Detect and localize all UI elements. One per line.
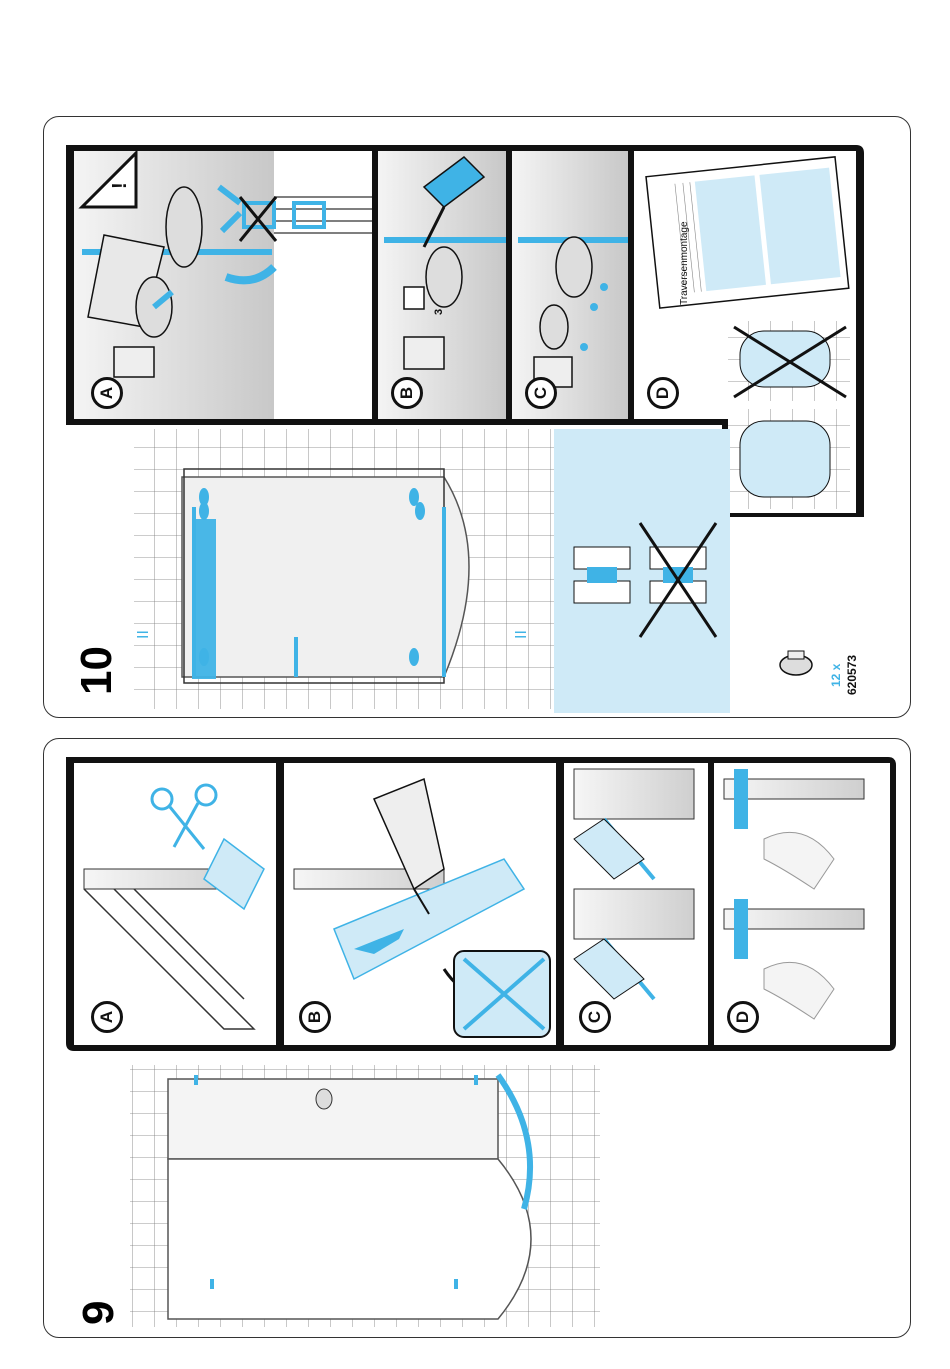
step-10-panel: ! [43, 116, 911, 718]
svg-text:II: II [135, 630, 152, 639]
step-9-illustration [44, 739, 910, 1337]
step-number: 9 [74, 1301, 124, 1325]
sub-step-d-badge: D [727, 1001, 759, 1033]
part-number: 620573 [845, 655, 859, 695]
part-quantity: 12 x [829, 664, 843, 687]
suction-cap-icon [780, 651, 812, 675]
hint-box [554, 429, 730, 713]
shim-number: 3 [433, 309, 445, 315]
sub-step-a-badge: A [91, 377, 123, 409]
sub-step-b-badge: B [391, 377, 423, 409]
sub-step-a-badge: A [91, 1001, 123, 1033]
step-9-panel: 9 A B C D [43, 738, 911, 1338]
svg-text:II: II [513, 630, 530, 639]
booklet-title: Traversenmontage [679, 221, 690, 305]
step-10-illustration: ! [44, 117, 910, 717]
step-number: 10 [72, 646, 122, 695]
sub-step-d-badge: D [647, 377, 679, 409]
sub-step-b-badge: B [299, 1001, 331, 1033]
svg-text:!: ! [109, 182, 131, 189]
sub-step-c-badge: C [525, 377, 557, 409]
sub-step-c-badge: C [579, 1001, 611, 1033]
